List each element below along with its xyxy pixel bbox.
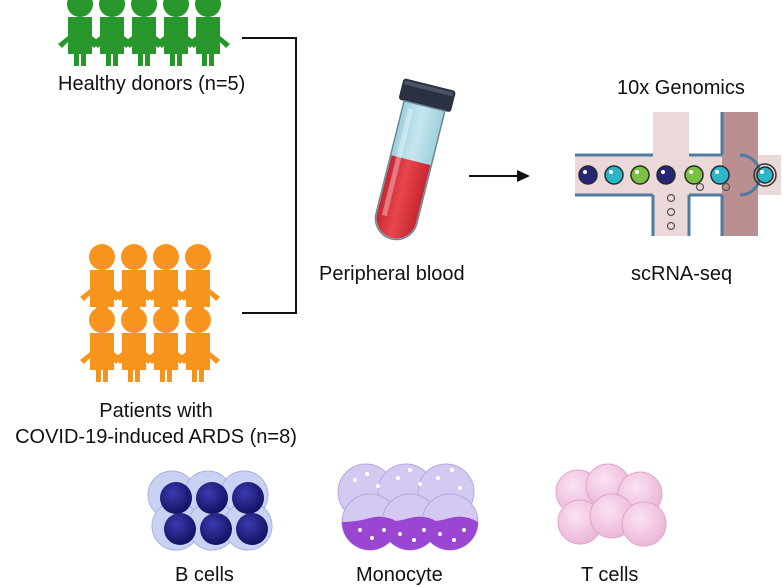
blood-label: Peripheral blood: [319, 263, 465, 285]
patients-label-line1: Patients with: [99, 400, 213, 422]
process-arrow: [469, 170, 530, 182]
platform-label: 10x Genomics: [617, 77, 745, 99]
monocyte-icon: [337, 463, 479, 551]
healthy-donors-icon: [58, 0, 230, 66]
patients-label-line2: COVID-19-induced ARDS (n=8): [15, 426, 297, 448]
b-cells-label: B cells: [175, 564, 234, 586]
monocyte-label: Monocyte: [356, 564, 443, 586]
t-cells-label: T cells: [581, 564, 639, 586]
b-cells-icon: [147, 470, 273, 551]
blood-tube-icon: [374, 78, 456, 241]
patients-label: Patients with COVID-19-induced ARDS (n=8…: [0, 398, 312, 450]
group-bracket: [242, 37, 297, 314]
healthy-donors-label: Healthy donors (n=5): [58, 73, 246, 95]
t-cells-icon: [555, 463, 667, 547]
patients-icon: [80, 244, 220, 382]
microfluidic-chip-icon: [575, 112, 781, 236]
method-label: scRNA-seq: [631, 263, 733, 285]
